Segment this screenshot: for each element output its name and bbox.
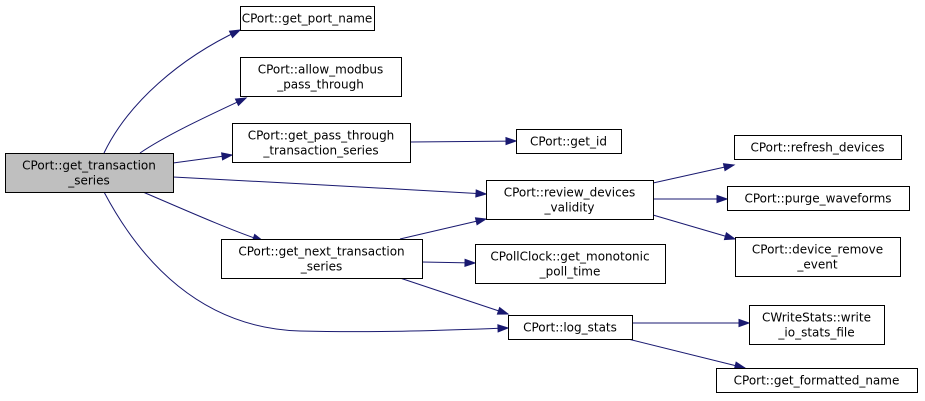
node-get-pass-through-transaction-series[interactable]: CPort::get_pass_through_transaction_seri…	[232, 123, 411, 163]
arrowhead-icon	[723, 232, 737, 241]
arrowhead-icon	[497, 324, 510, 333]
nodes-layer: CPort::get_transaction_seriesCPort::get_…	[5, 6, 918, 393]
edge-get_next_transaction_series-to-review_devices_validity	[399, 217, 488, 240]
node-get-formatted-name[interactable]: CPort::get_formatted_name	[716, 368, 918, 393]
node-label: CPort::get_formatted_name	[734, 374, 900, 388]
node-get-monotonic-poll-time[interactable]: CPollClock::get_monotonic_poll_time	[475, 244, 666, 284]
node-label: CPort::get_next_transaction	[238, 245, 404, 259]
node-box[interactable]	[232, 123, 411, 163]
edge-line	[627, 338, 746, 369]
node-review-devices-validity[interactable]: CPort::review_devices_validity	[486, 180, 654, 220]
node-box[interactable]	[475, 244, 666, 284]
arrowhead-icon	[475, 189, 488, 198]
node-get-port-name[interactable]: CPort::get_port_name	[240, 6, 375, 31]
node-label: CPort::get_port_name	[242, 12, 373, 26]
edge-review_devices_validity-to-purge_waveforms	[653, 194, 729, 204]
edge-get_transaction_series-to-get_port_name	[103, 29, 242, 154]
node-label: _transaction_series	[262, 144, 378, 158]
arrowhead-icon	[716, 194, 729, 204]
edge-line	[399, 277, 509, 315]
edge-log_stats-to-write_io_stats_file	[632, 318, 751, 328]
node-label: CPort::allow_modbus	[258, 63, 384, 77]
edge-get_transaction_series-to-get_pass_through_transaction_series	[172, 152, 234, 164]
node-label: CPort::device_remove	[752, 243, 883, 257]
edge-line	[399, 218, 487, 240]
node-box[interactable]	[221, 239, 423, 279]
node-label: CPollClock::get_monotonic	[490, 250, 649, 264]
edge-get_transaction_series-to-get_next_transaction_series	[142, 191, 265, 242]
node-label: CWriteStats::write	[762, 311, 871, 325]
arrowhead-icon	[464, 258, 477, 268]
edge-get_next_transaction_series-to-log_stats	[399, 277, 510, 315]
node-label: _poll_time	[539, 265, 601, 279]
arrowhead-icon	[234, 97, 248, 107]
node-label: CPort::get_id	[530, 135, 607, 149]
node-box[interactable]	[734, 135, 902, 160]
edge-review_devices_validity-to-device_remove_event	[652, 214, 737, 241]
node-box[interactable]	[516, 129, 622, 154]
node-box[interactable]	[508, 315, 633, 340]
edge-log_stats-to-get_formatted_name	[627, 338, 747, 370]
edge-review_devices_validity-to-refresh_devices	[652, 163, 736, 184]
node-box[interactable]	[5, 153, 174, 193]
node-get-id[interactable]: CPort::get_id	[516, 129, 622, 154]
arrowhead-icon	[474, 217, 488, 226]
node-box[interactable]	[716, 368, 918, 393]
node-box[interactable]	[240, 57, 402, 97]
node-get-next-transaction-series[interactable]: CPort::get_next_transaction_series	[221, 239, 423, 279]
edge-line	[142, 191, 264, 242]
edge-get_pass_through_transaction_series-to-get_id	[409, 136, 518, 146]
node-label: CPort::log_stats	[523, 321, 617, 335]
node-label: _validity	[544, 201, 595, 215]
node-log-stats[interactable]: CPort::log_stats	[508, 315, 633, 340]
node-label: CPort::purge_waveforms	[744, 192, 891, 206]
edge-line	[172, 176, 487, 195]
node-label: CPort::review_devices	[504, 186, 636, 200]
node-box[interactable]	[240, 6, 375, 31]
arrowhead-icon	[228, 29, 242, 39]
edge-line	[139, 97, 247, 154]
node-allow-modbus-pass-through[interactable]: CPort::allow_modbus_pass_through	[240, 57, 402, 97]
arrowhead-icon	[738, 318, 751, 328]
edge-get_next_transaction_series-to-get_monotonic_poll_time	[421, 258, 477, 268]
arrowhead-icon	[733, 361, 747, 370]
arrowhead-icon	[221, 152, 234, 161]
edge-line	[652, 214, 736, 240]
node-box[interactable]	[727, 186, 910, 211]
edge-get_transaction_series-to-review_devices_validity	[172, 176, 488, 198]
edge-line	[409, 140, 517, 143]
node-write-io-stats-file[interactable]: CWriteStats::write_io_stats_file	[749, 305, 885, 345]
edge-line	[652, 164, 735, 184]
edge-line	[103, 191, 509, 333]
edges-layer	[103, 29, 751, 370]
arrowhead-icon	[722, 163, 736, 172]
node-label: _pass_through	[276, 78, 364, 92]
node-label: _event	[796, 258, 837, 272]
node-purge-waveforms[interactable]: CPort::purge_waveforms	[727, 186, 910, 211]
node-box[interactable]	[486, 180, 654, 220]
node-label: _series	[300, 260, 343, 274]
node-label: CPort::refresh_devices	[750, 141, 884, 155]
node-device-remove-event[interactable]: CPort::device_remove_event	[735, 237, 901, 277]
arrowhead-icon	[505, 136, 518, 146]
edge-get_transaction_series-to-log_stats	[103, 191, 510, 333]
node-box[interactable]	[735, 237, 901, 277]
node-refresh-devices[interactable]: CPort::refresh_devices	[734, 135, 902, 160]
node-label: CPort::get_pass_through	[248, 129, 395, 143]
edge-line	[103, 29, 241, 154]
node-box[interactable]	[749, 305, 885, 345]
node-label: _io_stats_file	[777, 326, 854, 340]
node-label: _series	[67, 174, 110, 188]
node-get-transaction-series[interactable]: CPort::get_transaction_series	[5, 153, 174, 193]
arrowhead-icon	[496, 306, 510, 315]
node-label: CPort::get_transaction	[22, 159, 156, 173]
edge-get_transaction_series-to-allow_modbus_pass_through	[139, 97, 248, 154]
